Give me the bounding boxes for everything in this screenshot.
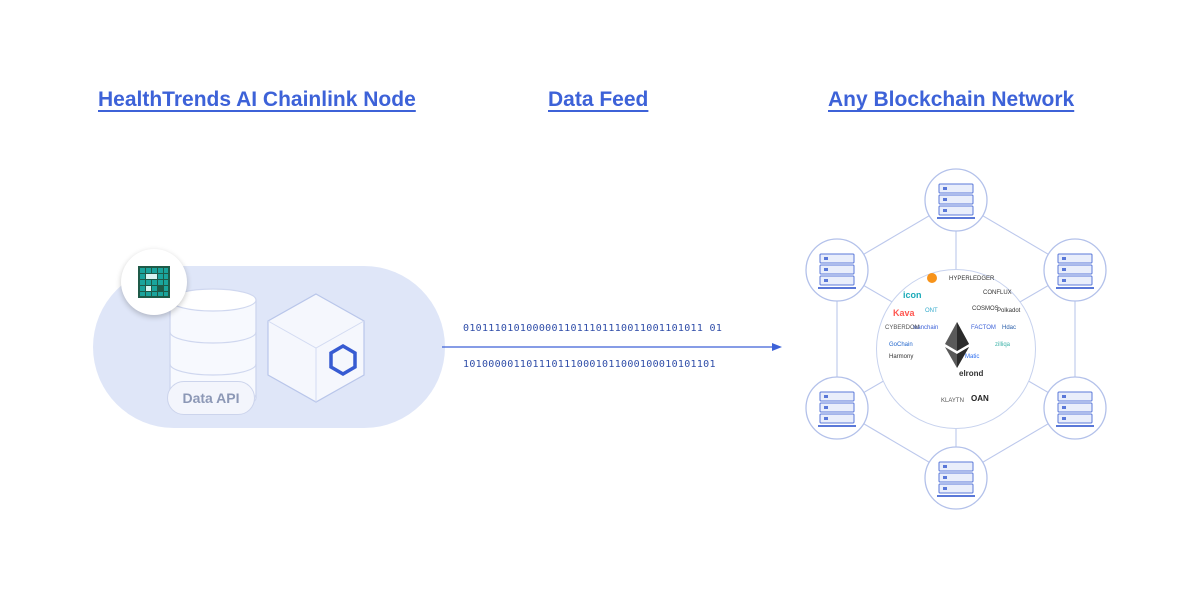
heading-data-feed[interactable]: Data Feed [548,88,649,111]
arrow-icon [442,343,782,351]
ethereum-icon [945,322,969,368]
brand-logo: elrond [959,369,984,378]
brand-logo: Polkadot [997,308,1021,314]
brand-logo: CYBERDOM [885,325,920,331]
brand-logo: Harmony [889,354,914,360]
server-icon [1043,238,1107,302]
brand-logo: Kava [893,308,915,318]
hub-icons [927,273,969,368]
server-nodes [805,168,1107,510]
brand-logo: GoChain [889,342,913,348]
brand-logo: COSMOS [972,306,999,312]
server-icon [924,168,988,232]
bitcoin-icon [927,273,937,283]
heading-node[interactable]: HealthTrends AI Chainlink Node [98,88,416,111]
data-feed-bits-top: 01011101010000011011101110011001101011 0… [463,323,723,334]
server-icon [1043,376,1107,440]
brand-logo: ONT [925,308,938,314]
brand-logo: HYPERLEDGER [949,276,995,282]
brand-logo: Matic [965,354,980,360]
brand-logo: OAN [971,394,989,403]
server-icon [805,376,869,440]
brand-logo: CONFLUX [983,290,1012,296]
brand-logo: icon [903,290,922,300]
brand-logo: KLAYTN [941,398,964,404]
server-icon [924,446,988,510]
brand-logo: wanchain [913,325,939,331]
server-icon [805,238,869,302]
brand-logo: zilliqa [995,342,1011,348]
brand-logo: FACTOM [971,325,996,331]
heading-blockchain-network[interactable]: Any Blockchain Network [828,88,1075,111]
chainlink-cube-icon [267,293,365,403]
brand-logo: Hdac [1002,325,1017,331]
data-api-label: Data API [167,381,255,415]
data-feed-bits-bottom: 1010000011011101110001011000100010101101 [463,359,716,370]
healthtrends-logo-icon [138,266,170,298]
healthtrends-logo [121,249,187,315]
